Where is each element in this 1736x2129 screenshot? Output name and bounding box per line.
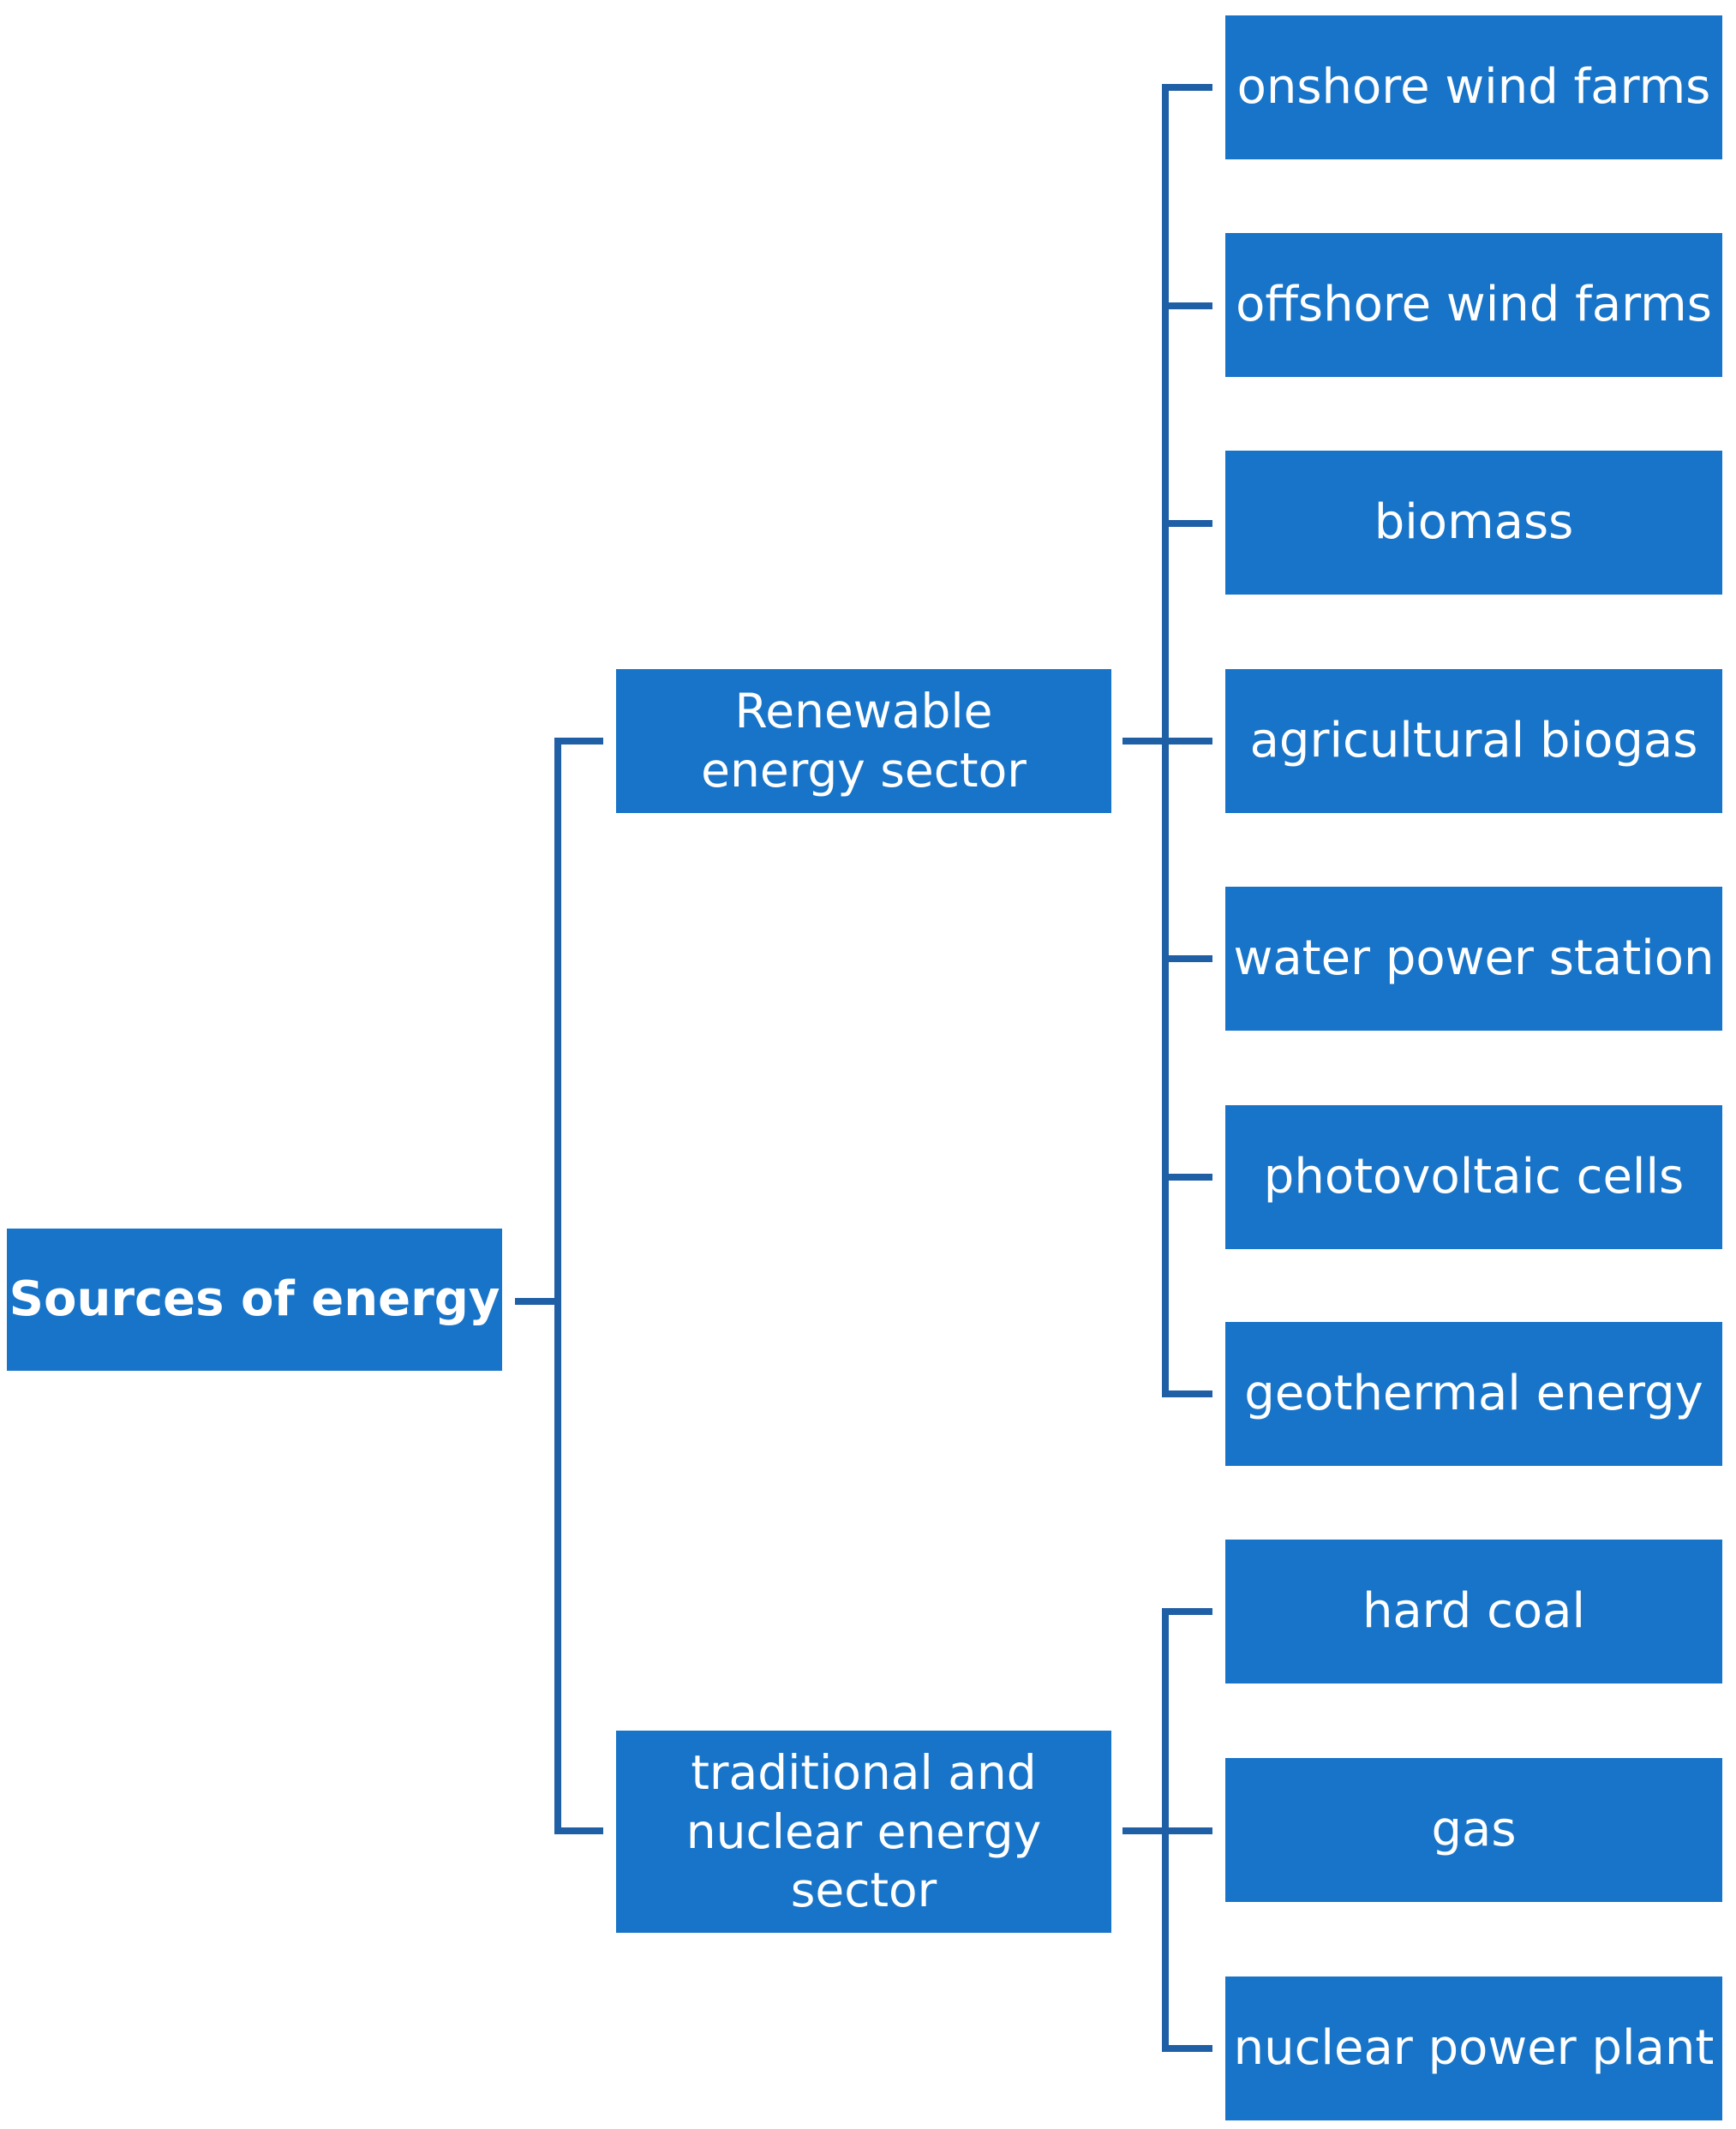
leaf-node-offshore-wind: offshore wind farms — [1225, 233, 1722, 377]
connector-branch-traditional-stub — [554, 1827, 603, 1834]
leaf-node-hard-coal: hard coal — [1225, 1540, 1722, 1683]
connector-leaf-hardcoal — [1162, 1608, 1212, 1615]
branch-node-traditional: traditional and nuclear energy sector — [616, 1731, 1111, 1933]
branch-node-traditional-label: traditional and nuclear energy sector — [685, 1744, 1042, 1918]
leaf-node-geothermal: geothermal energy — [1225, 1322, 1722, 1466]
branch-node-renewable: Renewable energy sector — [616, 669, 1111, 813]
leaf-node-biomass: biomass — [1225, 451, 1722, 595]
leaf-node-water-power: water power station — [1225, 887, 1722, 1031]
connector-root-stub — [515, 1298, 558, 1305]
leaf-node-agricultural-biogas: agricultural biogas — [1225, 669, 1722, 813]
leaf-node-gas: gas — [1225, 1758, 1722, 1902]
leaf-node-onshore-wind: onshore wind farms — [1225, 15, 1722, 159]
connector-leaf-onshore — [1162, 84, 1212, 91]
connector-traditional-stub — [1122, 1827, 1165, 1834]
connector-leaf-biogas — [1162, 738, 1212, 745]
root-node: Sources of energy — [7, 1229, 502, 1371]
connector-leaf-gas — [1162, 1827, 1212, 1834]
root-node-label: Sources of energy — [9, 1271, 500, 1327]
connector-leaf-nuclear — [1162, 2045, 1212, 2052]
leaf-node-photovoltaic: photovoltaic cells — [1225, 1105, 1722, 1249]
branch-node-renewable-label: Renewable energy sector — [701, 684, 1027, 798]
connector-leaf-biomass — [1162, 520, 1212, 527]
leaf-node-label: geothermal energy — [1244, 1366, 1703, 1421]
connector-leaf-photovoltaic — [1162, 1174, 1212, 1181]
leaf-node-label: agricultural biogas — [1249, 713, 1698, 768]
connector-branch-renewable-stub — [554, 738, 603, 745]
leaf-node-label: photovoltaic cells — [1263, 1149, 1685, 1205]
leaf-node-label: gas — [1431, 1802, 1517, 1857]
connector-renewable-stub — [1122, 738, 1165, 745]
leaf-node-label: hard coal — [1362, 1583, 1586, 1639]
leaf-node-nuclear: nuclear power plant — [1225, 1977, 1722, 2120]
leaf-node-label: nuclear power plant — [1233, 2020, 1715, 2076]
leaf-node-label: offshore wind farms — [1236, 277, 1712, 332]
leaf-node-label: onshore wind farms — [1236, 59, 1711, 115]
connector-root-trunk — [554, 738, 561, 1834]
leaf-node-label: water power station — [1233, 930, 1715, 986]
connector-leaf-offshore — [1162, 302, 1212, 309]
connector-leaf-geothermal — [1162, 1390, 1212, 1397]
connector-leaf-water — [1162, 955, 1212, 962]
leaf-node-label: biomass — [1374, 494, 1574, 550]
